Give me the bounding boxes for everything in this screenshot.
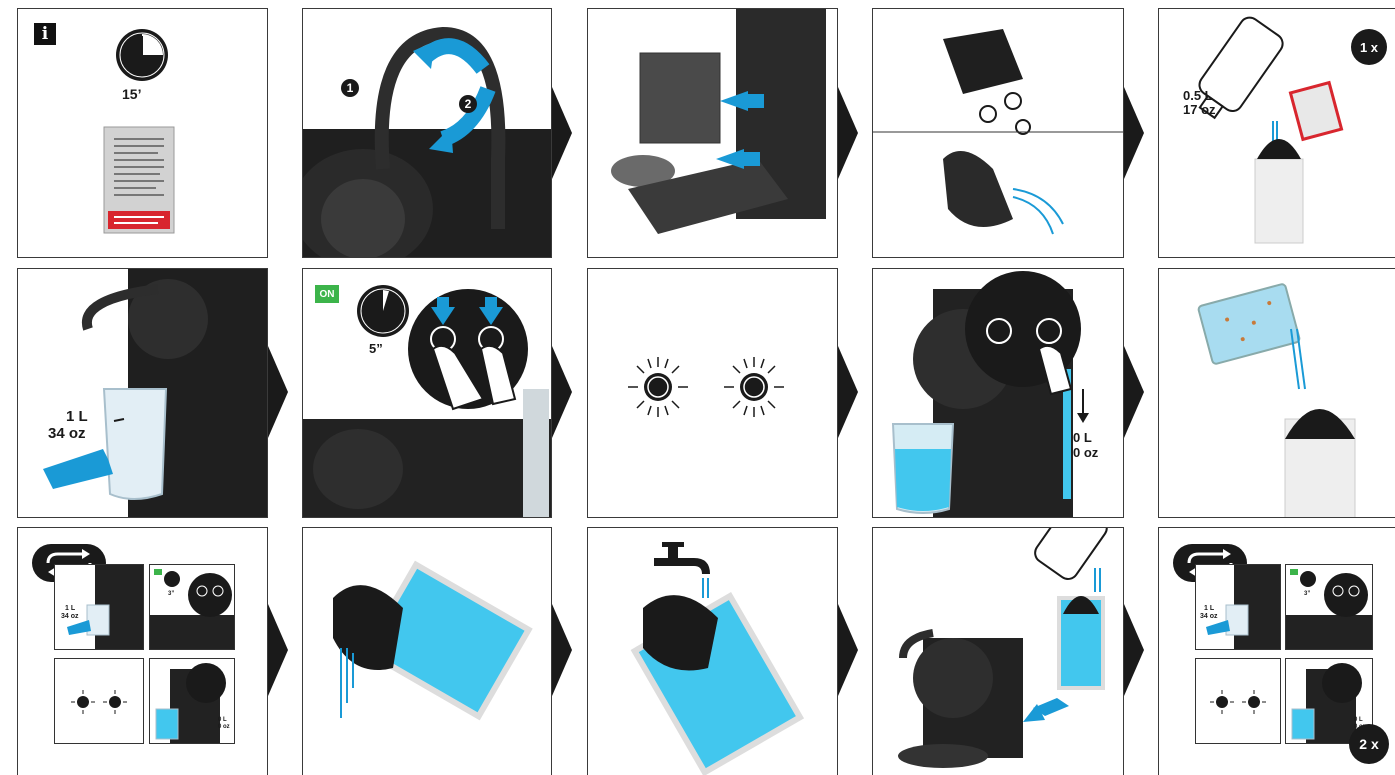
blinking-lights-illustration (588, 269, 838, 518)
next-arrow (1124, 604, 1144, 696)
repeat-twice-badge: 2 x (1349, 724, 1389, 764)
empty-volume-liters: 0 L (1073, 431, 1092, 445)
mini-press-step: 3” (1285, 564, 1373, 650)
mini-lights-step (54, 658, 144, 744)
panel-empty-tank (302, 527, 552, 775)
mini-empty-ounces: 0 oz (218, 724, 230, 730)
next-arrow (838, 604, 858, 696)
refill-tank-illustration (1159, 269, 1395, 518)
mini-fill-step: 1 L 34 oz (54, 564, 144, 650)
fill-volume-ounces: 34 oz (48, 426, 86, 442)
mini-lights-step (1195, 658, 1281, 744)
panel-repeat-cycle: 1 L 34 oz 3” 0 L 0 oz (17, 527, 268, 775)
next-arrow (552, 346, 572, 438)
machine-lever-illustration (303, 9, 552, 258)
panel-rinse-tank (587, 527, 838, 775)
panel-repeat-cycle-twice: 1 L 34 oz 3” 0 L 0 oz 2 x (1158, 527, 1395, 775)
mini-hold-time: 3” (1304, 591, 1310, 597)
mini-empty-liters: 0 L (218, 717, 227, 723)
capsule-container-illustration (873, 9, 1124, 258)
next-arrow (552, 87, 572, 179)
descaling-brew-illustration (873, 269, 1124, 518)
panel-lever-open: 1 2 (302, 8, 552, 258)
empty-tank-illustration (303, 528, 552, 775)
machine-container-illustration (18, 269, 268, 518)
press-buttons-illustration (303, 269, 552, 518)
panel-refill-tank (1158, 268, 1395, 518)
next-arrow (838, 346, 858, 438)
mini-empty-liters: 0 L (1354, 717, 1363, 723)
repeat-once-badge: 1 x (1351, 29, 1387, 65)
faucet-icon (654, 542, 710, 598)
mini-fill-ounces: 34 oz (1200, 613, 1218, 620)
panel-lights-blink (587, 268, 838, 518)
bottle-volume-liters: 0.5 L (1183, 89, 1213, 103)
empty-volume-ounces: 0 oz (1073, 446, 1098, 460)
step-2-badge: 2 (459, 95, 477, 113)
panel-place-container: 1 L 34 oz (17, 268, 268, 518)
next-arrow (1124, 87, 1144, 179)
next-arrow (552, 604, 572, 696)
fill-volume-liters: 1 L (66, 409, 88, 425)
rinse-tank-illustration (588, 528, 838, 775)
next-arrow (838, 87, 858, 179)
hold-time-label: 5” (369, 342, 383, 356)
lungo-light-icon (724, 357, 784, 417)
next-arrow (1124, 346, 1144, 438)
panel-discard-capsules (872, 8, 1124, 258)
machine-parts-illustration (588, 9, 838, 258)
manual-document-icon (18, 9, 268, 258)
mini-empty-step: 0 L 0 oz (149, 658, 235, 744)
panel-remove-parts (587, 8, 838, 258)
mini-press-step: 3” (149, 564, 235, 650)
next-arrow (268, 346, 288, 438)
panel-preparation: i 15’ (17, 8, 268, 258)
step-1-badge: 1 (341, 79, 359, 97)
mini-fill-liters: 1 L (65, 605, 75, 612)
mini-hold-time: 3” (168, 591, 174, 597)
panel-add-descaler: 0.5 L 17 oz 1 x (1158, 8, 1395, 258)
panel-press-buttons: ON 5” (302, 268, 552, 518)
panel-brew-until-empty: 0 L 0 oz (872, 268, 1124, 518)
bottle-volume-ounces: 17 oz (1183, 103, 1216, 117)
mini-fill-step: 1 L 34 oz (1195, 564, 1281, 650)
refill-insert-tank-illustration (873, 528, 1124, 775)
panel-refill-and-insert (872, 527, 1124, 775)
mini-fill-ounces: 34 oz (61, 613, 79, 620)
espresso-light-icon (628, 357, 688, 417)
next-arrow (268, 604, 288, 696)
mini-fill-liters: 1 L (1204, 605, 1214, 612)
